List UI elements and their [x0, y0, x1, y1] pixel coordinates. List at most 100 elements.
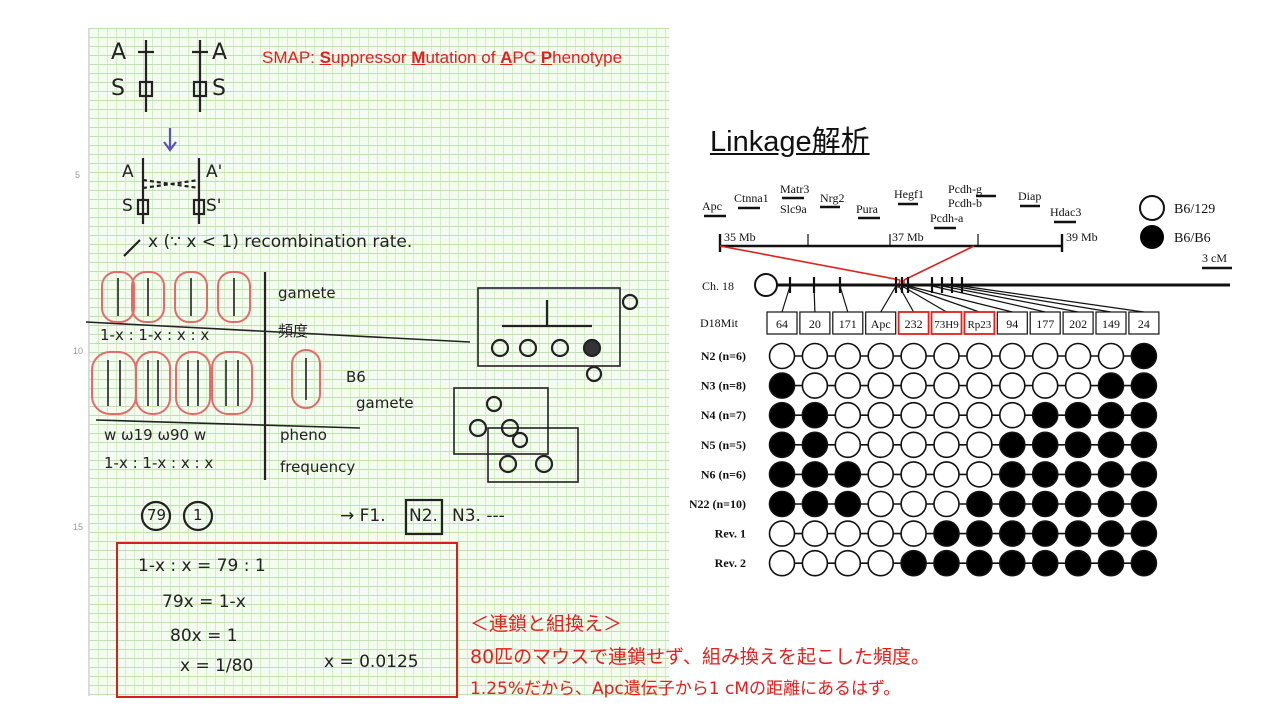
genotype-b6-b6: [1064, 549, 1092, 577]
marker-label: Rp23: [967, 319, 991, 331]
genotype-b6-b6: [1130, 461, 1158, 488]
genotype-b6-b6: [1064, 520, 1092, 547]
genotype-b6-129: [1097, 342, 1125, 370]
genotype-b6-129: [900, 520, 927, 547]
chrom-label-s: S: [122, 196, 133, 216]
genotype-b6-129: [966, 342, 993, 370]
genotype-b6-129: [933, 401, 960, 429]
genotype-b6-b6: [1031, 549, 1059, 577]
genotype-b6-b6: [1097, 372, 1125, 399]
notebook-page: 5 10 15: [73, 28, 669, 696]
calc-line: 1-x : x = 79 : 1: [138, 556, 266, 576]
chrom-label-s: S: [212, 76, 226, 101]
genotype-b6-129: [933, 342, 960, 370]
marker-box: [865, 311, 897, 335]
marker-label: 94: [1006, 317, 1018, 331]
gene-label: Hegf1: [894, 187, 924, 201]
genotype-b6-b6: [1130, 372, 1158, 399]
gene-label: Slc9a: [780, 202, 807, 216]
genotype-b6-b6: [1130, 549, 1158, 577]
genotype-b6-b6: [1031, 401, 1059, 429]
calculation-box: [116, 542, 458, 698]
genotype-b6-b6: [1130, 520, 1158, 547]
genotype-row-label: N5 (n=5): [701, 438, 746, 452]
gamete-frequencies: 1-x : 1-x : x : x: [100, 326, 210, 344]
genotype-b6-129: [966, 401, 993, 429]
marker-box: [799, 311, 831, 335]
genotype-b6-129: [867, 401, 894, 429]
genotype-b6-129: [801, 549, 829, 577]
mb-label: 39 Mb: [1066, 230, 1098, 244]
genotype-b6-129: [834, 372, 862, 399]
genotype-b6-129: [900, 401, 927, 429]
genotype-b6-b6: [1097, 549, 1125, 577]
genotype-row-label: N22 (n=10): [690, 497, 746, 511]
gene-label: Pcdh-g: [948, 182, 982, 196]
marker-box: [832, 311, 864, 335]
chrom-label-a: A: [212, 40, 228, 65]
genotype-b6-b6: [768, 401, 796, 429]
marker-label: 73H9: [934, 319, 959, 331]
margin-number: 5: [75, 170, 81, 180]
genotype-b6-129: [768, 342, 796, 370]
phenotype-list: w ω19 ω90 w: [104, 426, 207, 444]
genotype-b6-129: [1064, 372, 1092, 399]
genotype-b6-129: [834, 401, 862, 429]
genotype-b6-129: [998, 401, 1026, 429]
genotype-b6-b6: [1064, 431, 1092, 459]
b6-label: B6: [346, 368, 366, 386]
genotype-b6-129: [867, 490, 894, 518]
marker-connector: [951, 285, 1112, 313]
marker-connector: [813, 285, 816, 313]
marker-connector: [904, 285, 980, 313]
marker-connector: [941, 285, 1079, 313]
marker-connector: [961, 285, 1144, 313]
genotype-b6-129: [933, 461, 960, 488]
genotype-b6-129: [1064, 342, 1092, 370]
genotype-b6-b6: [1031, 431, 1059, 459]
marker-connector: [898, 285, 915, 313]
genotype-b6-129: [998, 372, 1026, 399]
scale-label: 3 cM: [1202, 251, 1227, 265]
marker-label: 177: [1036, 317, 1054, 331]
genotype-b6-129: [1031, 372, 1059, 399]
genotype-b6-b6: [966, 549, 993, 577]
marker-box: [996, 311, 1028, 335]
genotype-b6-129: [834, 342, 862, 370]
genotype-b6-129: [900, 431, 927, 459]
marker-label: 202: [1069, 317, 1087, 331]
genotype-b6-b6: [1097, 401, 1125, 429]
genotype-b6-b6: [1064, 401, 1092, 429]
gene-label: Nrg2: [820, 191, 844, 205]
calc-result: x = 0.0125: [324, 652, 419, 672]
genotype-b6-129: [867, 431, 894, 459]
marker-box: [930, 311, 963, 335]
genotype-b6-b6: [801, 431, 829, 459]
marker-label: 232: [905, 317, 923, 331]
chrom-label-s: S: [111, 76, 125, 101]
genotype-b6-b6: [1130, 342, 1158, 370]
genotype-b6-129: [867, 342, 894, 370]
genotype-b6-b6: [1064, 461, 1092, 488]
gamete-label: gamete: [278, 284, 336, 302]
marker-box: [897, 311, 930, 335]
genotype-b6-129: [933, 490, 960, 518]
gene-label: Pura: [856, 202, 879, 216]
genotype-b6-b6: [966, 490, 993, 518]
gene-label: Ctnna1: [734, 191, 769, 205]
marker-box: [766, 311, 798, 335]
legend-open-icon: [1139, 195, 1165, 221]
b6-gamete-label: gamete: [356, 394, 414, 412]
genotype-row-label: N2 (n=6): [701, 349, 746, 363]
recombination-note: x (∵ x < 1) recombination rate.: [148, 232, 413, 252]
genotype-b6-b6: [933, 549, 960, 577]
genotype-b6-129: [998, 342, 1026, 370]
marker-connector: [781, 285, 791, 313]
marker-label: Apc: [871, 317, 891, 331]
genotype-b6-b6: [1031, 461, 1059, 488]
genotype-b6-b6: [1130, 401, 1158, 429]
marker-label: 171: [839, 317, 857, 331]
marker-box: [1095, 311, 1127, 335]
gene-label: Apc: [702, 199, 722, 213]
genotype-b6-129: [900, 490, 927, 518]
